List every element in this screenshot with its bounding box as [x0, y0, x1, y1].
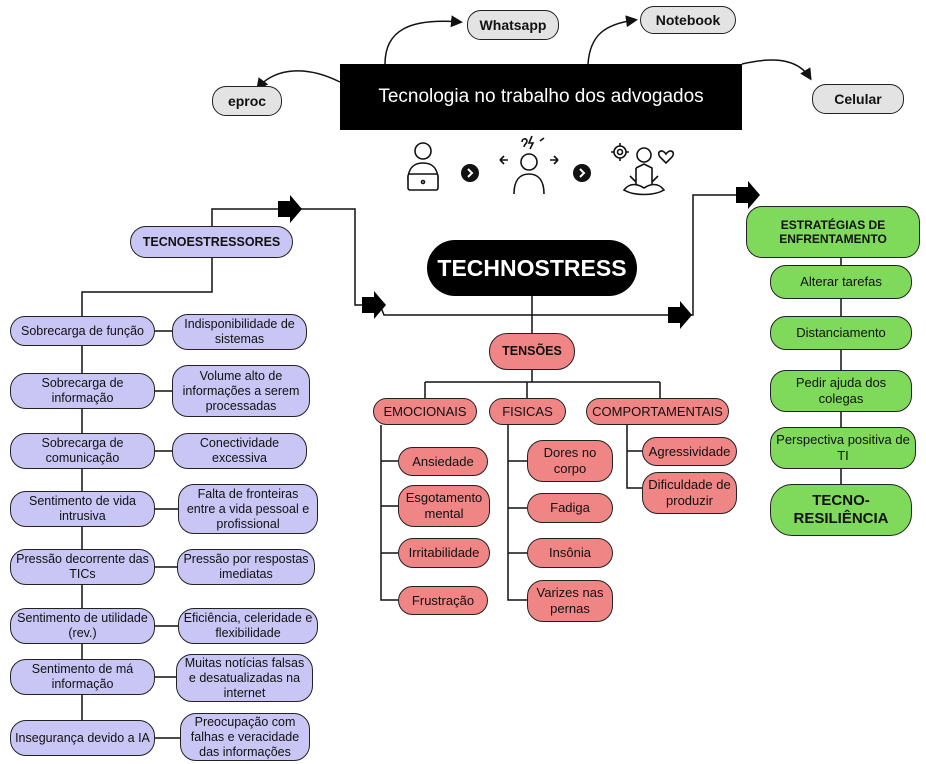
strategy-0: Alterar tarefas [770, 265, 912, 299]
tension-emocionais-0: Ansiedade [398, 447, 488, 476]
tension-fisicas-0: Dores no corpo [527, 440, 613, 482]
tool-notebook: Notebook [640, 6, 736, 34]
stressor-7-name: Insegurança devido a IA [10, 720, 155, 756]
technostress-node: TECHNOSTRESS [427, 240, 637, 296]
strategy-3: Perspectiva positiva de TI [770, 427, 916, 469]
stressor-1-name: Sobrecarga de informação [10, 373, 155, 409]
stressors-title: TECNOESTRESSORES [130, 226, 293, 258]
tool-whatsapp: Whatsapp [467, 10, 559, 40]
stressor-6-detail: Muitas notícias falsas e desatualizadas … [176, 654, 313, 702]
tension-comportamentais-1: Dificuldade de produzir [642, 472, 737, 514]
stressor-5-detail: Eficiência, celeridade e flexibilidade [178, 608, 318, 644]
stressed-person-icon [499, 135, 559, 195]
strategy-1: Distanciamento [770, 316, 912, 350]
strategies-title: ESTRATÉGIAS DE ENFRENTAMENTO [746, 206, 920, 258]
stressor-6-name: Sentimento de má informação [10, 659, 155, 695]
tension-fisicas-3: Varizes nas pernas [527, 580, 613, 622]
tensions-node: TENSÕES [489, 333, 575, 370]
chevron-right-icon [573, 164, 591, 182]
tension-fisicas-1: Fadiga [527, 493, 613, 523]
stressor-3-detail: Falta de fronteiras entre a vida pessoal… [178, 484, 318, 534]
tension-emocionais-3: Frustração [398, 586, 488, 615]
stressor-2-detail: Conectividade excessiva [172, 433, 307, 469]
tool-eproc: eproc [212, 86, 282, 116]
tension-fisicas: FISICAS [489, 398, 566, 425]
tension-comportamentais: COMPORTAMENTAIS [586, 398, 729, 425]
tension-emocionais-1: Esgotamento mental [398, 485, 490, 527]
stressor-4-name: Pressão decorrente das TICs [10, 549, 155, 585]
strategy-result: TECNO-RESILIÊNCIA [770, 484, 912, 536]
stressor-1-detail: Volume alto de informações a serem proce… [172, 365, 310, 417]
stressor-4-detail: Pressão por respostas imediatas [177, 549, 315, 585]
tension-emocionais-2: Irritabilidade [398, 538, 490, 568]
stressor-2-name: Sobrecarga de comunicação [10, 433, 155, 469]
chevron-right-icon [461, 164, 479, 182]
meditation-icon [611, 143, 675, 196]
stressor-3-name: Sentimento de vida intrusiva [10, 491, 155, 527]
stressor-0-detail: Indisponibilidade de sistemas [172, 314, 307, 350]
stressor-0-name: Sobrecarga de função [10, 316, 155, 346]
tension-emocionais: EMOCIONAIS [373, 398, 477, 425]
stressor-7-detail: Preocupação com falhas e veracidade das … [180, 713, 310, 761]
tool-celular: Celular [812, 84, 904, 114]
tension-fisicas-2: Insônia [527, 538, 613, 568]
person-laptop-icon [407, 142, 439, 191]
tension-comportamentais-0: Agressividade [642, 437, 737, 466]
main-title: Tecnologia no trabalho dos advogados [340, 64, 742, 130]
stressor-5-name: Sentimento de utilidade (rev.) [10, 608, 155, 644]
strategy-2: Pedir ajuda dos colegas [770, 370, 912, 412]
